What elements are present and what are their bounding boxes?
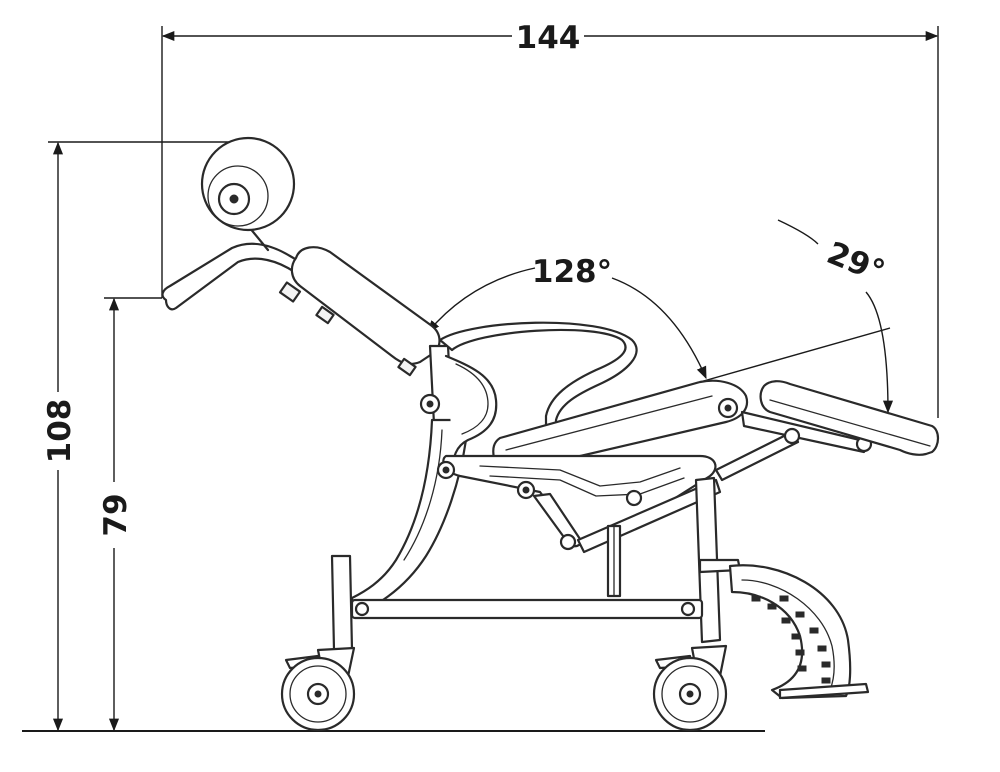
base-bar [350, 598, 704, 620]
front-caster [652, 644, 728, 732]
legrest-angle-label: 29° [822, 235, 890, 290]
height-label: 108 [42, 399, 78, 464]
dimension-overall-height: 108 [42, 141, 258, 732]
dimension-handle-height: 79 [98, 297, 162, 732]
rear-post [330, 554, 354, 652]
chair-outline [161, 136, 940, 732]
handle-height-label: 79 [98, 493, 134, 536]
leg-cushion [759, 380, 940, 456]
backrest [290, 246, 441, 366]
footrest [698, 558, 870, 700]
side-frame [350, 418, 472, 616]
headrest [200, 136, 296, 252]
backrest-angle-label: 128° [532, 254, 612, 290]
length-label: 144 [516, 20, 581, 56]
dimension-overall-length: 144 [161, 20, 939, 418]
rear-caster [280, 646, 356, 732]
dimension-backrest-angle: 128° [427, 254, 707, 380]
